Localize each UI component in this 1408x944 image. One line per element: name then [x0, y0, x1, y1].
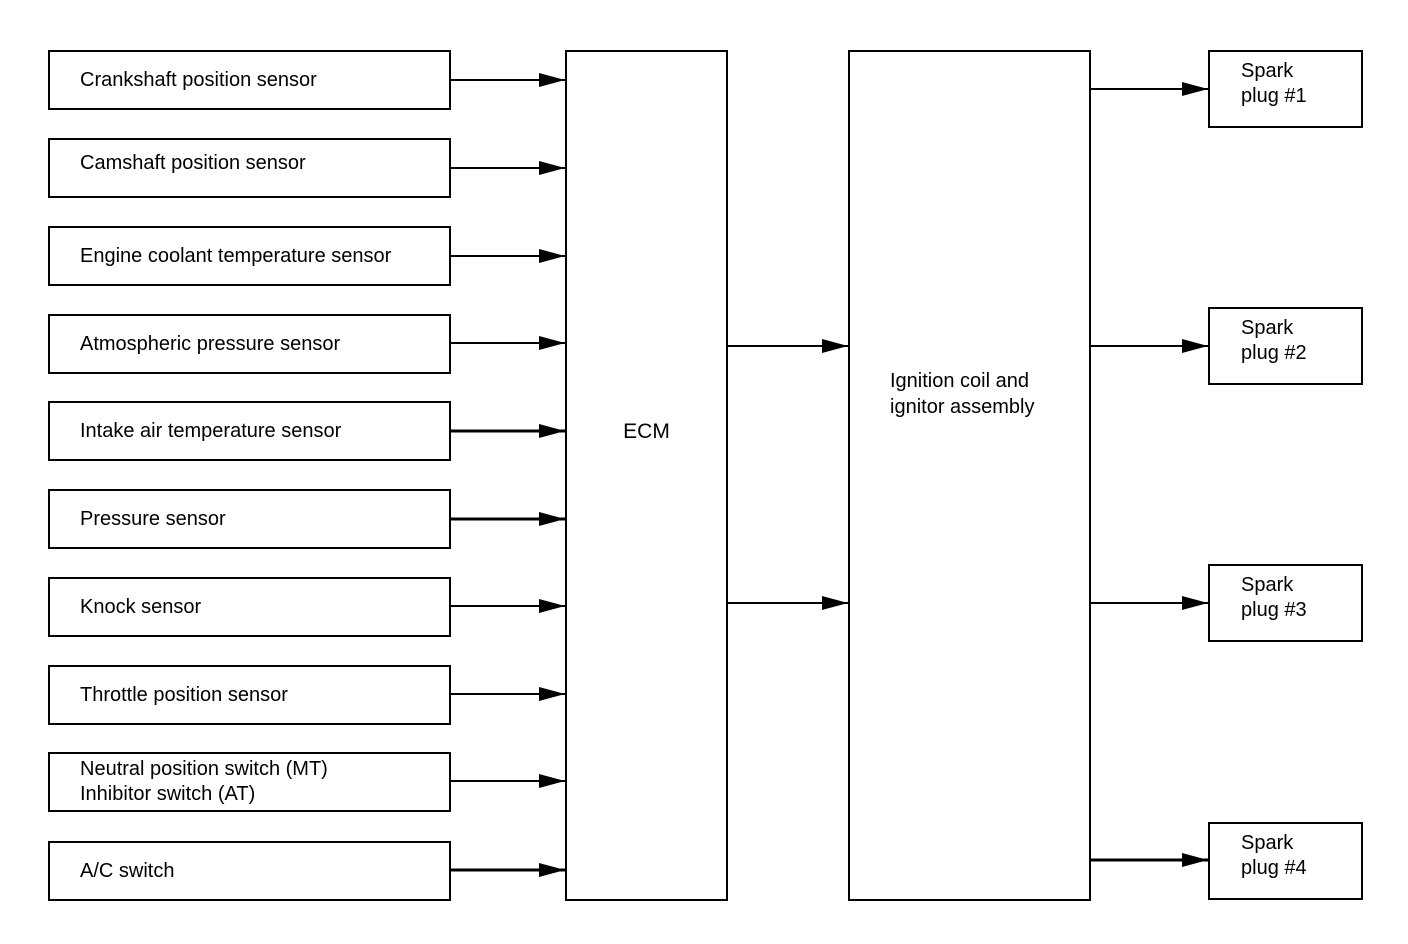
sensor-box-knock: Knock sensor — [48, 577, 451, 637]
spark-plug-label-line-1: Spark — [1241, 574, 1294, 596]
sensor-box-neutral-inhibitor: Neutral position switch (MT) Inhibitor s… — [48, 752, 451, 812]
spark-plug-label-line-1: Spark — [1241, 60, 1294, 82]
sensor-label: Atmospheric pressure sensor — [80, 332, 341, 355]
sensor-box-throttle-position: Throttle position sensor — [48, 665, 451, 725]
sensor-box-coolant-temp: Engine coolant temperature sensor — [48, 226, 451, 286]
spark-plug-label-line-2: plug #3 — [1241, 599, 1307, 621]
spark-plug-4-box: Spark plug #4 — [1208, 822, 1363, 900]
sensor-label: Knock sensor — [80, 595, 202, 618]
ignition-coil-label-line-1: Ignition coil and — [890, 370, 1029, 392]
sensor-box-intake-air-temp: Intake air temperature sensor — [48, 401, 451, 461]
ecm-box: ECM — [565, 50, 728, 901]
sensor-label: Intake air temperature sensor — [80, 419, 342, 442]
sensor-label: Pressure sensor — [80, 507, 226, 530]
spark-plug-label-line-1: Spark — [1241, 317, 1294, 339]
spark-plug-3-box: Spark plug #3 — [1208, 564, 1363, 642]
sensor-box-camshaft: Camshaft position sensor — [48, 138, 451, 198]
spark-plug-label-line-2: plug #4 — [1241, 857, 1307, 879]
sensor-label: Camshaft position sensor — [80, 151, 306, 174]
spark-plug-label-line-2: plug #1 — [1241, 85, 1307, 107]
ignition-coil-label: Ignition coil and ignitor assembly — [890, 368, 1035, 420]
spark-plug-2-box: Spark plug #2 — [1208, 307, 1363, 385]
ignition-coil-box: Ignition coil and ignitor assembly — [848, 50, 1091, 901]
sensor-label-line-2: Inhibitor switch (AT) — [80, 783, 256, 805]
ignition-coil-label-line-2: ignitor assembly — [890, 396, 1035, 418]
sensor-box-pressure: Pressure sensor — [48, 489, 451, 549]
sensor-label: A/C switch — [80, 859, 175, 882]
sensor-label: Throttle position sensor — [80, 683, 288, 706]
sensor-box-crankshaft: Crankshaft position sensor — [48, 50, 451, 110]
ecm-label: ECM — [623, 420, 670, 443]
sensor-label: Crankshaft position sensor — [80, 68, 317, 91]
sensor-box-ac-switch: A/C switch — [48, 841, 451, 901]
sensor-box-atmospheric-pressure: Atmospheric pressure sensor — [48, 314, 451, 374]
spark-plug-label-line-1: Spark — [1241, 832, 1294, 854]
sensor-label-line-1: Neutral position switch (MT) — [80, 758, 328, 780]
sensor-label: Engine coolant temperature sensor — [80, 244, 392, 267]
spark-plug-1-box: Spark plug #1 — [1208, 50, 1363, 128]
spark-plug-label-line-2: plug #2 — [1241, 342, 1307, 364]
